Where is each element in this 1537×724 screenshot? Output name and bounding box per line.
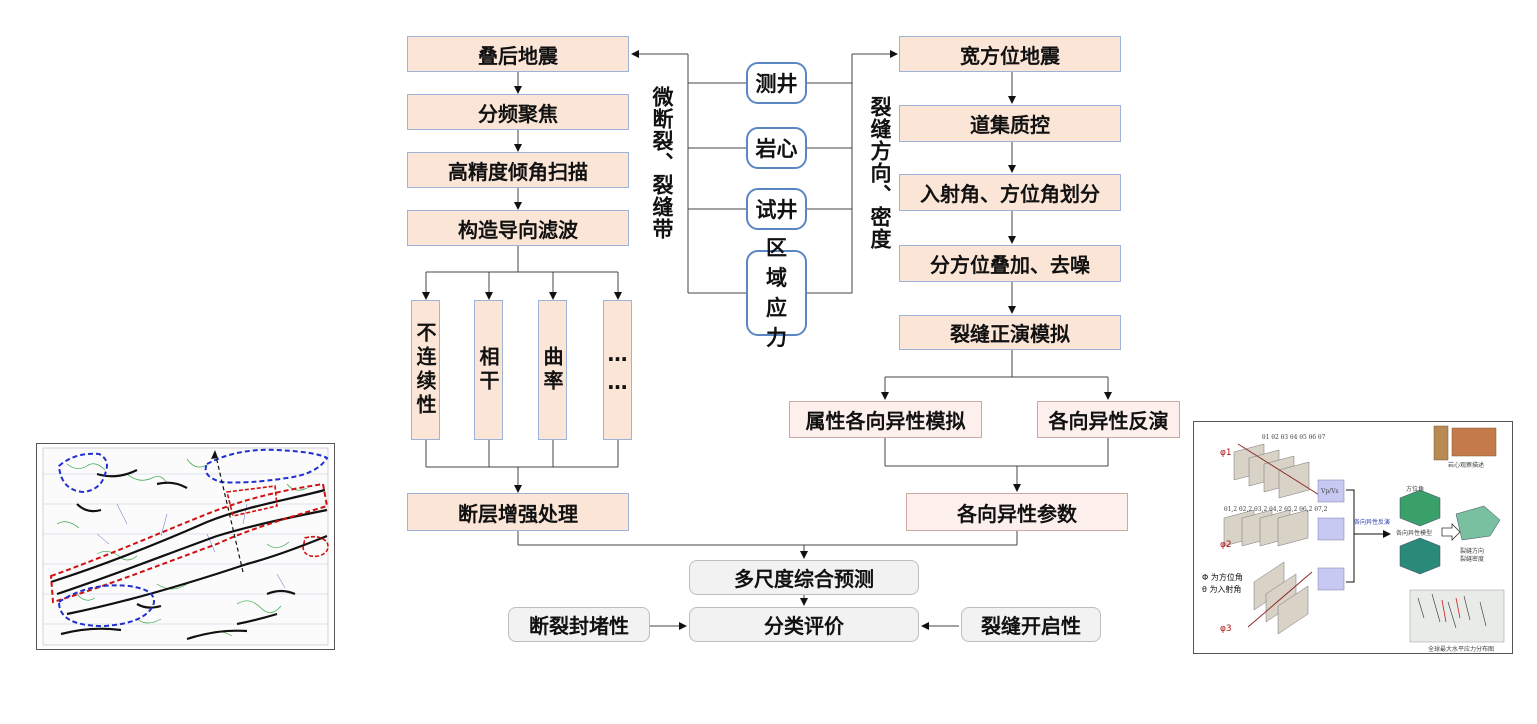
- legend-theta: θ 为入射角: [1202, 585, 1242, 594]
- source-well-test: 试井: [746, 188, 807, 230]
- label-micro-fault: 微断裂、裂缝带: [650, 86, 674, 240]
- attribute-more: ……: [603, 300, 632, 440]
- theta-row2: θ1,2 θ2,2 θ3,2 θ4,2 θ5,2 θ6,2 θ7,2: [1224, 506, 1328, 513]
- fault-map-panel: [36, 443, 335, 650]
- step-wide-azimuth-seismic: 宽方位地震: [899, 36, 1121, 72]
- step-classification-evaluation: 分类评价: [689, 607, 919, 642]
- step-poststack-seismic: 叠后地震: [407, 36, 629, 72]
- map-caption: 全球最大水平应力分布图: [1428, 646, 1495, 653]
- phi1-label: φ1: [1220, 448, 1232, 458]
- source-core: 岩心: [746, 127, 807, 169]
- input-fault-sealing: 断裂封堵性: [508, 607, 650, 642]
- attribute-curvature: 曲率: [538, 300, 567, 440]
- label-fracture-orientation: 裂缝方向、密度: [868, 96, 892, 250]
- vp-label: Vp/Vs: [1321, 488, 1339, 495]
- step-dip-scanning: 高精度倾角扫描: [407, 152, 629, 188]
- legend-phi: Φ 为方位角: [1202, 573, 1243, 582]
- step-structure-filtering: 构造导向滤波: [407, 210, 629, 246]
- step-fault-enhancement: 断层增强处理: [407, 493, 629, 531]
- stack-label: 各向异性反演: [1354, 519, 1391, 526]
- cube-label-azimuth: 方位角: [1406, 486, 1425, 493]
- fault-map-image: [42, 447, 329, 646]
- step-gather-qc: 道集质控: [899, 105, 1121, 142]
- source-well-log: 测井: [746, 62, 807, 104]
- step-azimuth-stacking: 分方位叠加、去噪: [899, 245, 1121, 282]
- attribute-discontinuity: 不连续性: [411, 300, 440, 440]
- step-angle-azimuth-division: 入射角、方位角划分: [899, 174, 1121, 211]
- cube-label-density: 裂缝密度: [1460, 556, 1485, 563]
- core-caption: 岩心观察描述: [1448, 462, 1485, 469]
- branch-attribute-anisotropy: 属性各向异性模拟: [789, 401, 982, 438]
- step-multiscale-prediction: 多尺度综合预测: [689, 560, 919, 595]
- step-forward-modeling: 裂缝正演模拟: [899, 315, 1121, 350]
- anisotropy-workflow-graphic: [1223, 425, 1505, 643]
- cube-label-model: 各向异性模型: [1396, 530, 1433, 537]
- branch-anisotropy-inversion: 各向异性反演: [1037, 401, 1180, 438]
- cube-label-direction: 裂缝方向: [1460, 548, 1485, 555]
- phi3-label: φ3: [1220, 624, 1232, 634]
- anisotropy-workflow-panel: φ1 φ2 φ3 θ1 θ2 θ3 θ4 θ5 θ6 θ7 θ1,2 θ2,2 …: [1193, 421, 1513, 654]
- theta-row1: θ1 θ2 θ3 θ4 θ5 θ6 θ7: [1262, 434, 1326, 441]
- source-regional-stress: 区域应力: [746, 236, 807, 350]
- step-frequency-focusing: 分频聚焦: [407, 94, 629, 130]
- step-anisotropy-parameters: 各向异性参数: [906, 493, 1128, 531]
- input-fracture-opening: 裂缝开启性: [961, 607, 1101, 642]
- phi2-label: φ2: [1220, 540, 1232, 550]
- attribute-coherence: 相干: [474, 300, 503, 440]
